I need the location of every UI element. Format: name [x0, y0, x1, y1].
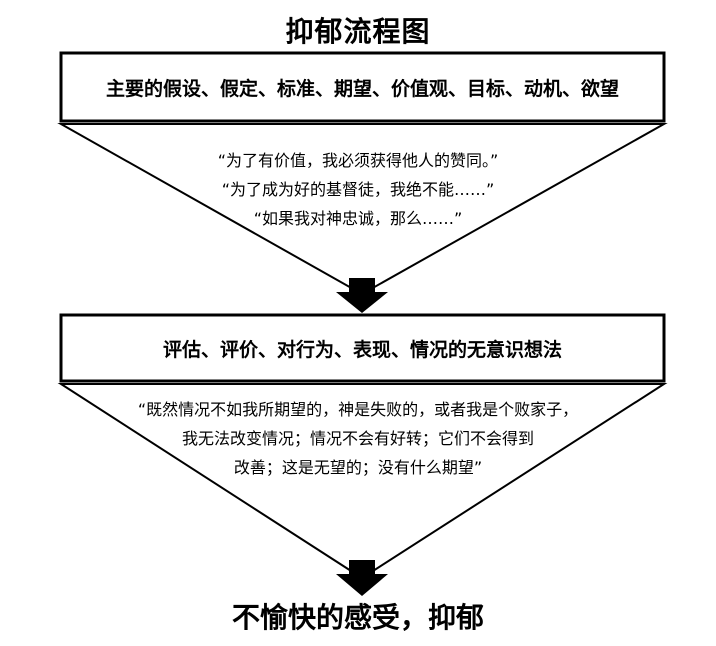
assumptions-box: 主要的假设、假定、标准、期望、价值观、目标、动机、欲望	[60, 52, 665, 122]
thought-quote-line: 改善；这是无望的；没有什么期望”	[233, 458, 483, 477]
evaluation-box: 评估、评价、对行为、表现、情况的无意识想法	[60, 314, 665, 382]
belief-quotes: “为了有价值，我必须获得他人的赞同。” “为了成为好的基督徒，我绝不能……” “…	[0, 146, 716, 233]
belief-quote: “为了成为好的基督徒，我绝不能……”	[221, 180, 495, 199]
box1-frame	[59, 51, 666, 123]
outcome-label: 不愉快的感受，抑郁	[231, 601, 484, 634]
funnel-triangle-1	[57, 123, 668, 296]
box2-frame	[59, 313, 666, 383]
belief-quote: “为了有价值，我必须获得他人的赞同。”	[217, 151, 499, 170]
thought-quote-line: “既然情况不如我所期望的，神是失败的，或者我是个败家子，	[137, 400, 579, 419]
evaluation-label: 评估、评价、对行为、表现、情况的无意识想法	[162, 338, 562, 361]
funnel-triangle-2	[57, 383, 668, 580]
down-arrow-2	[336, 560, 388, 596]
belief-quote: “如果我对神忠诚，那么……”	[253, 209, 463, 228]
diagram-title: 抑郁流程图	[285, 15, 431, 48]
thought-quotes: “既然情况不如我所期望的，神是失败的，或者我是个败家子， 我无法改变情况；情况不…	[0, 395, 716, 482]
thought-quote-line: 我无法改变情况；情况不会有好转；它们不会得到	[181, 429, 534, 448]
assumptions-label: 主要的假设、假定、标准、期望、价值观、目标、动机、欲望	[105, 77, 619, 100]
down-arrow-1	[336, 278, 388, 313]
